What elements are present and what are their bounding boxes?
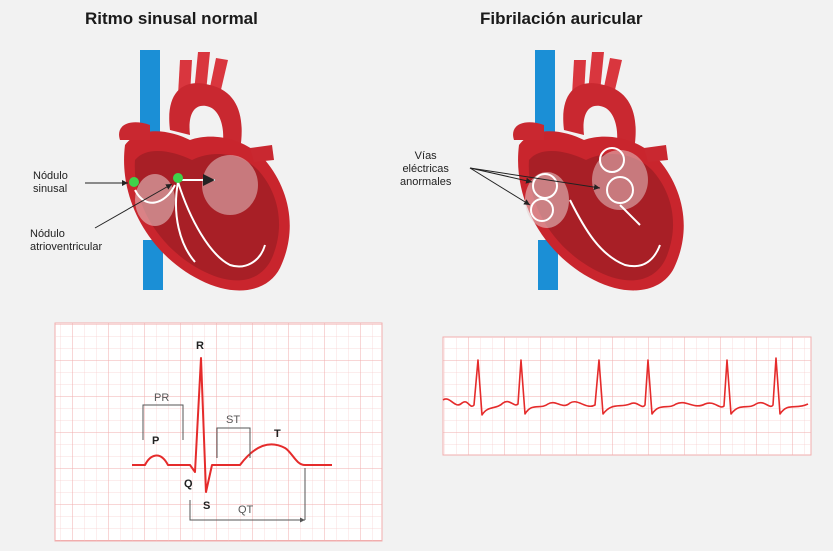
- abnormal-path-pointer-2: [469, 167, 601, 191]
- left-title: Ritmo sinusal normal: [85, 9, 258, 28]
- ecg-label-t: T: [274, 428, 281, 440]
- av-node-marker: [173, 173, 183, 183]
- heart-afib-illustration: [513, 50, 684, 291]
- ecg-label-st: ST: [226, 414, 241, 426]
- right-title: Fibrilación auricular: [480, 9, 643, 28]
- ecg-label-qt: QT: [238, 504, 254, 516]
- abnormal-path-pointer-3: [469, 167, 531, 206]
- ecg-label-s: S: [203, 500, 211, 512]
- ecg-normal-strip: [54, 322, 383, 542]
- ecg-afib-strip: [442, 336, 812, 456]
- ecg-label-r: R: [196, 340, 204, 352]
- av-node-pointer: [94, 183, 173, 229]
- abnormal-path-pointer-1: [469, 167, 533, 184]
- ecg-afib-trace: [442, 357, 809, 416]
- sinus-node-label: Nódulo sinusal: [33, 170, 68, 195]
- heart-normal-illustration: [119, 50, 290, 291]
- av-node-label: Nódulo atrioventricular: [30, 228, 103, 253]
- ecg-label-p: P: [152, 435, 160, 447]
- sinus-node-marker: [129, 177, 139, 187]
- ecg-label-pr: PR: [154, 392, 170, 404]
- ecg-label-q: Q: [184, 478, 193, 490]
- abnormal-paths-label: Vías eléctricas anormales: [400, 150, 452, 188]
- ecg-normal-trace: [132, 357, 332, 493]
